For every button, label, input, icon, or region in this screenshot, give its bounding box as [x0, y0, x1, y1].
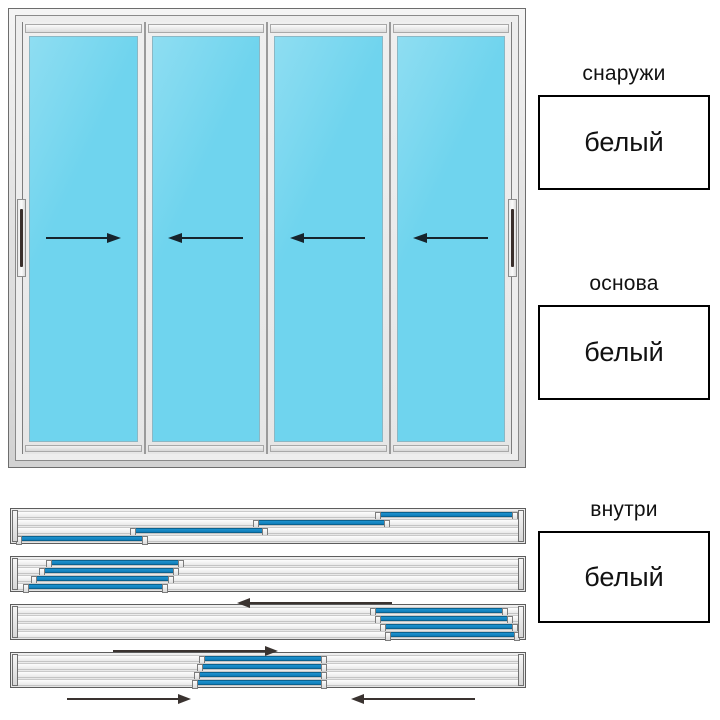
leaf-end-cap [23, 584, 30, 593]
flow-arrow-right-icon [67, 692, 191, 704]
direction-arrow-left-icon [268, 233, 389, 243]
section-stacked-left [10, 556, 526, 593]
flow-arrow-left-icon [237, 596, 392, 608]
track [13, 511, 523, 521]
track [13, 663, 523, 673]
door-handle-left[interactable] [17, 199, 26, 277]
spec-base-caption: основа [589, 272, 659, 295]
panel-leaf[interactable] [252, 520, 391, 529]
direction-arrow-right-icon [23, 233, 144, 243]
panel-leaf[interactable] [130, 528, 268, 537]
panel-leaf[interactable] [23, 584, 169, 593]
sliding-panel-4[interactable] [389, 22, 512, 454]
sash-area [22, 22, 512, 454]
track [13, 631, 523, 641]
leaf-end-cap [142, 536, 149, 545]
spec-outside-value: белый [584, 127, 664, 157]
flow-arrow-right-icon [113, 644, 278, 656]
frame-jamb-right [518, 654, 524, 686]
sliding-panel-3[interactable] [267, 22, 390, 454]
panel-leaf[interactable] [46, 560, 184, 569]
elevation-view [8, 8, 526, 468]
handle-grip [511, 209, 514, 267]
door-handle-right[interactable] [508, 199, 517, 277]
track [13, 623, 523, 633]
spec-inside-value: белый [584, 561, 664, 592]
track [13, 535, 523, 545]
spec-outside-caption: снаружи [582, 62, 666, 85]
track [13, 671, 523, 681]
flow-arrow-left-icon [351, 692, 475, 704]
frame-jamb-right [518, 510, 524, 542]
spec-inside: внутри белый [538, 498, 710, 623]
panel-leaf[interactable] [38, 568, 179, 577]
panel-bottom-rail [270, 445, 387, 452]
direction-arrow-left-icon [146, 233, 267, 243]
section-closed [10, 508, 526, 545]
spec-base-swatch[interactable]: белый [538, 305, 710, 400]
panel-leaf[interactable] [380, 624, 518, 633]
leaf-end-cap [320, 680, 327, 689]
track [13, 567, 523, 577]
frame-jamb-left [12, 510, 18, 542]
frame-jamb-right [518, 558, 524, 590]
spec-inside-swatch[interactable]: белый [538, 531, 710, 623]
panel-leaf[interactable] [15, 536, 149, 545]
leaf-end-cap [191, 680, 198, 689]
frame-jamb-left [12, 654, 18, 686]
panel-bottom-rail [25, 445, 142, 452]
panel-leaf[interactable] [370, 608, 508, 617]
track [13, 615, 523, 625]
spec-outside: снаружи белый [538, 62, 710, 190]
panel-top-rail [147, 24, 264, 33]
track [13, 559, 523, 569]
spec-inside-caption: внутри [590, 498, 658, 521]
spec-outside-swatch[interactable]: белый [538, 95, 710, 190]
sliding-panel-2[interactable] [144, 22, 267, 454]
panel-leaf[interactable] [30, 576, 174, 585]
track [13, 527, 523, 537]
panel-leaf[interactable] [196, 664, 327, 673]
leaf-end-cap [162, 584, 169, 593]
track [13, 607, 523, 617]
track [13, 583, 523, 593]
track [13, 519, 523, 529]
panel-leaf[interactable] [191, 680, 327, 689]
panel-leaf[interactable] [385, 632, 521, 641]
track [13, 679, 523, 689]
panel-bottom-rail [147, 445, 264, 452]
frame-jamb-left [12, 558, 18, 590]
direction-arrow-left-icon [391, 233, 512, 243]
panel-bottom-rail [392, 445, 509, 452]
handle-grip [20, 209, 23, 267]
panel-leaf[interactable] [375, 512, 518, 521]
panel-top-rail [25, 24, 142, 33]
panel-top-rail [270, 24, 387, 33]
frame-jamb-right [518, 606, 524, 638]
panel-top-rail [392, 24, 509, 33]
section-stacked-right [10, 604, 526, 641]
section-stacked-center [10, 652, 526, 689]
spec-base: основа белый [538, 272, 710, 400]
frame-jamb-left [12, 606, 18, 638]
track [13, 575, 523, 585]
panel-leaf[interactable] [194, 672, 327, 681]
sliding-panel-1[interactable] [22, 22, 145, 454]
leaf-end-cap [385, 632, 392, 641]
spec-base-value: белый [584, 337, 664, 367]
panel-leaf[interactable] [375, 616, 513, 625]
